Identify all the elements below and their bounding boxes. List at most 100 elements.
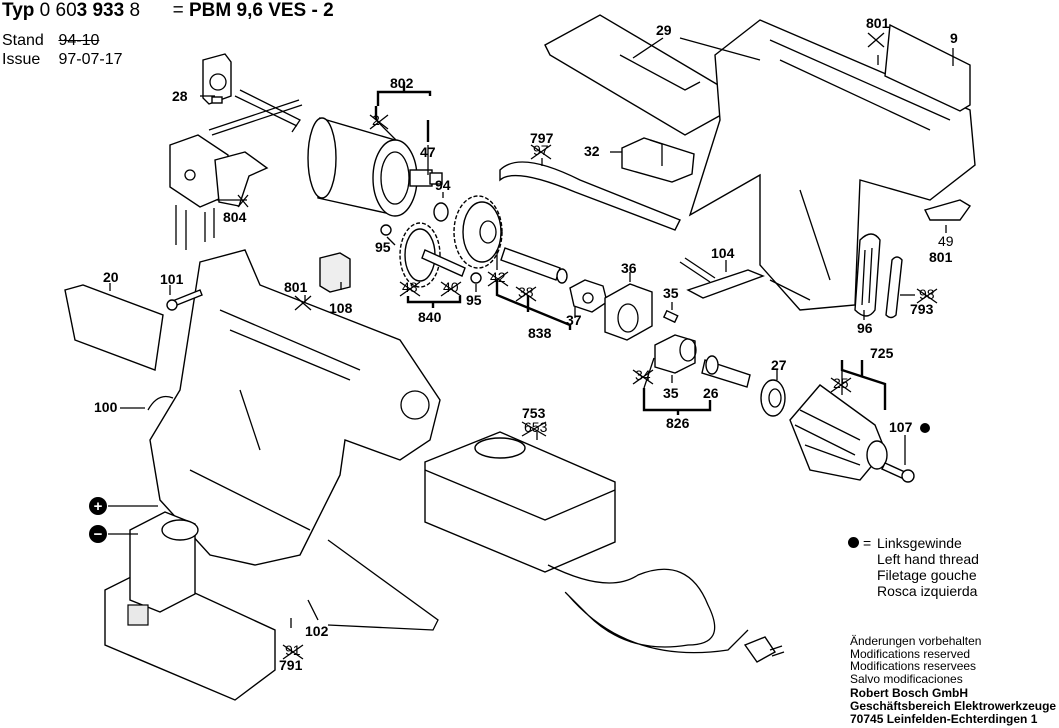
charger-power-cord	[547, 564, 749, 654]
typ-suffix: 8	[129, 0, 141, 21]
legend-line-en: Left hand thread	[877, 551, 979, 567]
part-38-shaft[interactable]	[500, 247, 568, 284]
company-address: Robert Bosch GmbH Geschäftsbereich Elekt…	[850, 687, 1056, 726]
part-29-cover[interactable]	[544, 14, 736, 136]
label-801-left: 801	[284, 279, 308, 295]
model-name: PBM 9,6 VES - 2	[189, 0, 334, 21]
label-35-a: 35	[663, 285, 679, 301]
label-49: 49	[938, 233, 954, 249]
label-797: 797	[530, 130, 554, 146]
part-27-bearing[interactable]	[760, 379, 786, 417]
label-753: 753	[522, 405, 546, 421]
part-36-ring-housing[interactable]	[604, 283, 653, 341]
part-34-carrier[interactable]	[654, 334, 697, 374]
svg-text:−: −	[94, 526, 103, 543]
label-35-b: 35	[663, 385, 679, 401]
part-9-label[interactable]	[884, 23, 971, 112]
part-48-gear[interactable]	[399, 222, 466, 288]
part-804-switch[interactable]	[169, 134, 269, 250]
charger-753[interactable]	[424, 431, 616, 573]
terminal-minus-icon: −	[89, 525, 107, 543]
company-city: 70745 Leinfelden-Echterdingen 1	[850, 712, 1038, 726]
part-102-wire[interactable]	[327, 539, 439, 631]
legend-left-hand-thread: = Linksgewinde Left hand thread Filetage…	[848, 535, 979, 599]
note-en: Modifications reserved	[850, 646, 971, 661]
part-725-chuck[interactable]	[789, 384, 888, 481]
typ-bold: 3 933	[76, 0, 125, 21]
label-26: 26	[703, 385, 719, 401]
label-802: 802	[390, 75, 414, 91]
strike-marks	[237, 32, 938, 660]
label-101: 101	[160, 271, 184, 287]
housing-left-half[interactable]	[149, 249, 441, 566]
part-42-gear[interactable]	[453, 195, 503, 269]
battery-pack[interactable]	[104, 511, 276, 701]
label-29: 29	[656, 22, 672, 38]
part-32-slider[interactable]	[621, 137, 695, 183]
label-36: 36	[621, 260, 637, 276]
part-49-latch[interactable]	[923, 199, 972, 221]
part-101-screw[interactable]	[166, 289, 203, 311]
label-20: 20	[103, 269, 119, 285]
issue-value: 97-07-17	[58, 51, 123, 68]
typ-prefix: 0 60	[39, 0, 77, 21]
part-20-label[interactable]	[64, 284, 164, 371]
part-100-clip[interactable]	[147, 395, 174, 411]
label-94: 94	[435, 177, 451, 193]
note-de: Änderungen vorbehalten	[850, 634, 982, 648]
svg-text:+: +	[94, 498, 103, 515]
label-47: 47	[420, 144, 436, 160]
part-95-ball-a[interactable]	[380, 224, 392, 236]
label-826: 826	[666, 415, 690, 431]
label-801-right: 801	[929, 249, 953, 265]
charger-plug[interactable]	[743, 636, 785, 663]
type-number-header: Typ 0 603 933 8 = PBM 9,6 VES - 2	[2, 0, 334, 22]
part-35-pin-a[interactable]	[662, 309, 679, 324]
label-838: 838	[528, 325, 552, 341]
legend-eq: =	[863, 535, 872, 551]
label-95-a: 95	[375, 239, 391, 255]
part-26-spindle[interactable]	[701, 355, 751, 388]
part-104-board[interactable]	[679, 257, 765, 299]
part-94-bushing[interactable]	[433, 202, 449, 222]
legend-line-fr: Filetage gouche	[877, 567, 977, 583]
note-fr: Modifications reservees	[850, 659, 977, 674]
part-797-strap[interactable]	[499, 161, 681, 231]
part-108-block[interactable]	[319, 252, 351, 293]
label-102: 102	[305, 623, 329, 639]
label-100: 100	[94, 399, 118, 415]
terminal-plus-icon: +	[89, 497, 107, 515]
part-98-insert[interactable]	[885, 256, 903, 319]
legend-line-de: Linksgewinde	[877, 535, 962, 551]
part-96-grip[interactable]	[854, 233, 881, 317]
issue-label: Issue	[2, 51, 41, 68]
label-725: 725	[870, 345, 894, 361]
label-108: 108	[329, 300, 353, 316]
label-37: 37	[566, 312, 582, 328]
label-104: 104	[711, 245, 735, 261]
label-107: 107	[889, 419, 913, 435]
left-hand-thread-dot	[920, 423, 930, 433]
issue-row: Issue 97-07-17	[2, 51, 123, 69]
label-840: 840	[418, 309, 442, 325]
label-96: 96	[857, 320, 873, 336]
modifications-notes: Änderungen vorbehalten Modifications res…	[850, 635, 981, 685]
model-eq: =	[172, 0, 184, 21]
label-793: 793	[910, 301, 934, 317]
company-name: Robert Bosch GmbH	[850, 686, 969, 700]
part-107-screw[interactable]	[881, 462, 915, 483]
note-es: Salvo modificaciones	[850, 671, 963, 686]
legend-line-es: Rosca izquierda	[877, 583, 978, 599]
label-804: 804	[223, 209, 247, 225]
part-28-brush-plate[interactable]	[202, 53, 232, 105]
part-brush-rods	[208, 89, 303, 136]
stand-label: Stand	[2, 32, 44, 49]
label-9: 9	[950, 30, 958, 46]
part-95-ball-b[interactable]	[470, 272, 482, 284]
company-division: Geschäftsbereich Elektrowerkzeuge	[850, 699, 1057, 713]
typ-label: Typ	[2, 0, 35, 21]
part-802-motor[interactable]	[307, 117, 443, 217]
label-801-top: 801	[866, 15, 890, 31]
leader-lines	[108, 37, 954, 628]
